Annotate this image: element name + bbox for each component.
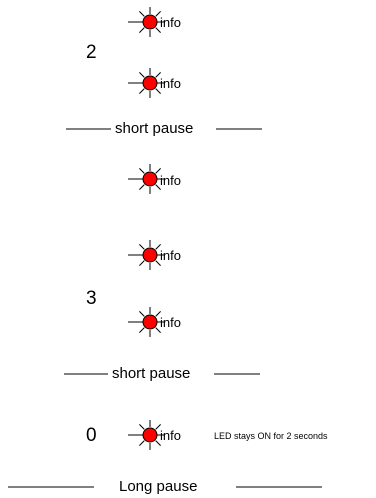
led-icon	[128, 420, 165, 450]
blink-count-digit: 2	[86, 42, 97, 63]
led-info-label: info	[160, 173, 181, 188]
led-layer	[128, 7, 165, 450]
long-pause-label: Long pause	[119, 478, 198, 495]
led-info-label: info	[160, 76, 181, 91]
led-info-label: info	[160, 428, 181, 443]
led-info-label: info	[160, 315, 181, 330]
blink-count-digit: 0	[86, 425, 97, 446]
led-icon	[128, 240, 165, 270]
led-icon	[128, 68, 165, 98]
short-pause-label: short pause	[112, 365, 191, 382]
led-info-label: info	[160, 248, 181, 263]
led-info-label: info	[160, 15, 181, 30]
short-pause-label: short pause	[115, 120, 194, 137]
led-on-duration-note: LED stays ON for 2 seconds	[214, 431, 328, 441]
led-icon	[128, 307, 165, 337]
led-icon	[128, 164, 165, 194]
led-icon	[128, 7, 165, 37]
blink-count-digit: 3	[86, 288, 97, 309]
